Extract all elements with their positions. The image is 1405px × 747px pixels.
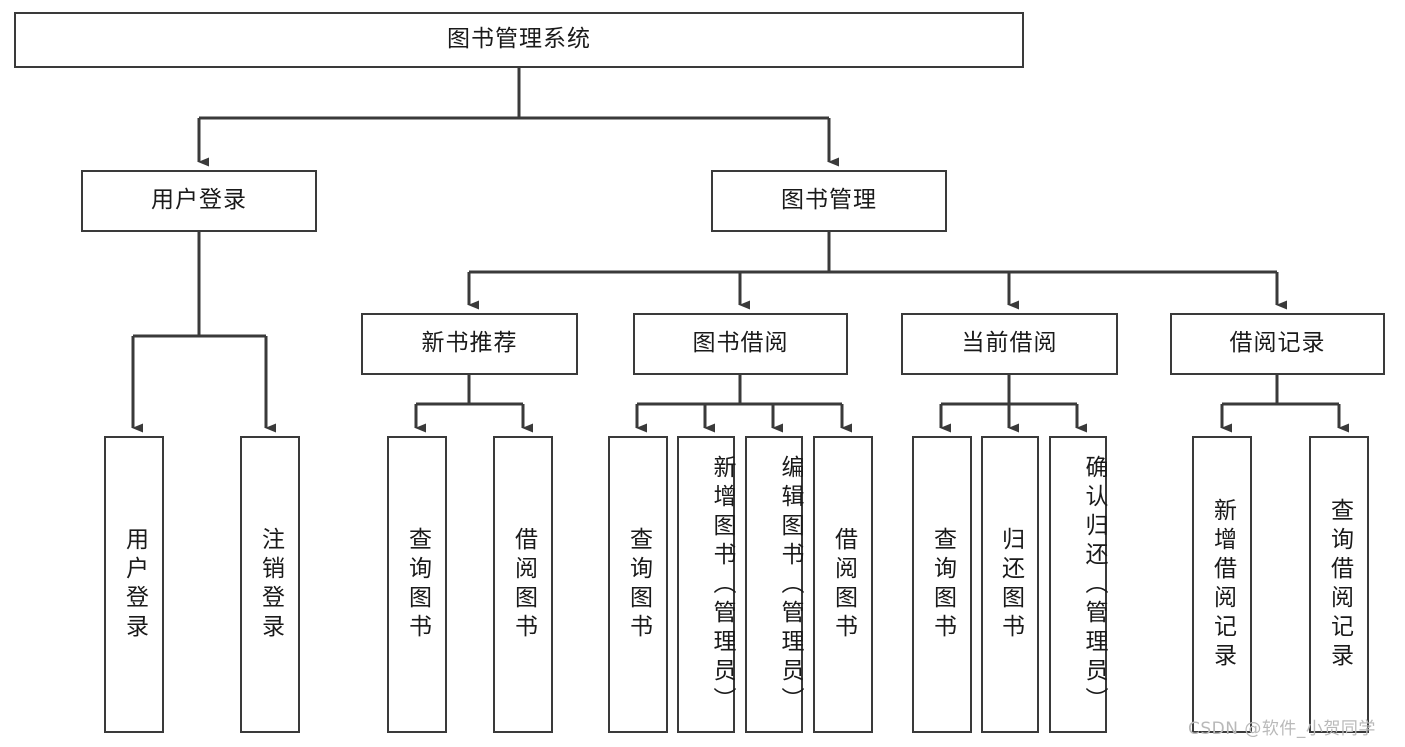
leaf-logout[interactable]: 注销登录	[240, 436, 300, 733]
node-new-book-recommend[interactable]: 新书推荐	[361, 313, 578, 375]
leaf-add-book-admin[interactable]: 新增图书（管理员）	[677, 436, 735, 733]
leaf-borrow-books[interactable]: 借阅图书	[813, 436, 873, 733]
leaf-query-books-current[interactable]: 查询图书	[912, 436, 972, 733]
leaf-return-books[interactable]: 归还图书	[981, 436, 1039, 733]
node-borrow-records[interactable]: 借阅记录	[1170, 313, 1385, 375]
node-book-borrow[interactable]: 图书借阅	[633, 313, 848, 375]
leaf-query-borrow-record[interactable]: 查询借阅记录	[1309, 436, 1369, 733]
node-current-borrow[interactable]: 当前借阅	[901, 313, 1118, 375]
leaf-user-login[interactable]: 用户登录	[104, 436, 164, 733]
leaf-query-books-recommend[interactable]: 查询图书	[387, 436, 447, 733]
leaf-add-borrow-record[interactable]: 新增借阅记录	[1192, 436, 1252, 733]
node-user-login[interactable]: 用户登录	[81, 170, 317, 232]
node-book-management[interactable]: 图书管理	[711, 170, 947, 232]
leaf-confirm-return-admin[interactable]: 确认归还（管理员）	[1049, 436, 1107, 733]
csdn-watermark: CSDN @软件_小贺同学	[1188, 719, 1376, 739]
leaf-query-books-borrow[interactable]: 查询图书	[608, 436, 668, 733]
leaf-edit-book-admin[interactable]: 编辑图书（管理员）	[745, 436, 803, 733]
node-root-book-management-system[interactable]: 图书管理系统	[14, 12, 1024, 68]
leaf-borrow-books-recommend[interactable]: 借阅图书	[493, 436, 553, 733]
